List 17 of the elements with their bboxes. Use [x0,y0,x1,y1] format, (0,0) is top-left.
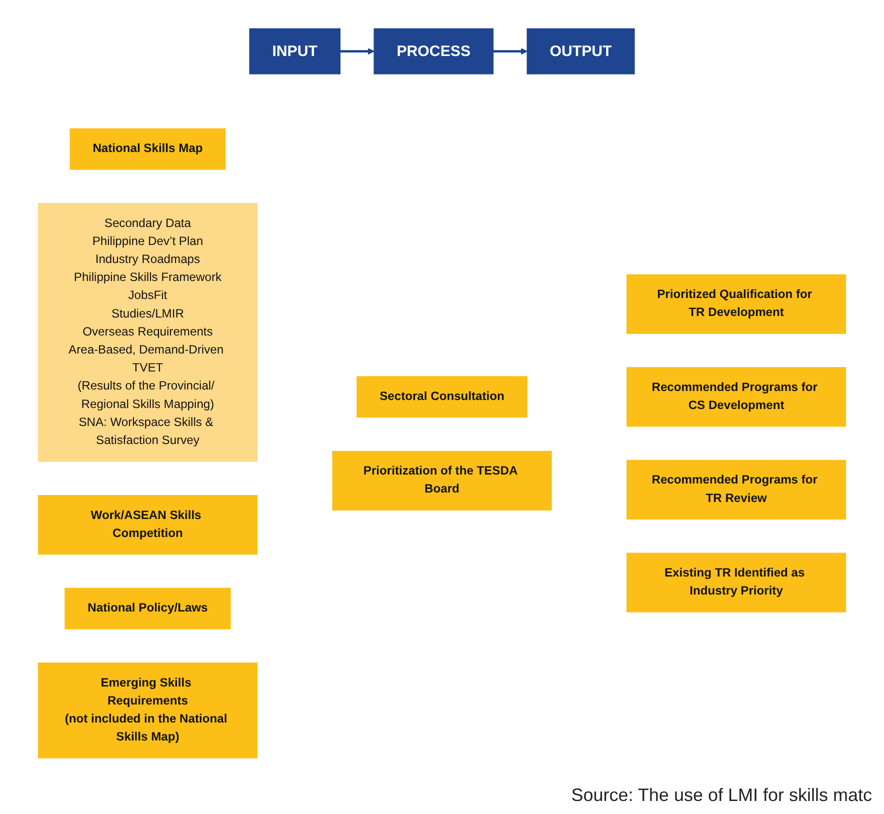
node-box: INPUT [249,28,340,74]
node-box: Prioritized Qualification for TR Development [626,274,846,334]
node-box: Prioritization of the TESDA Board [332,450,552,510]
node-box: Secondary Data Philippine Dev’t Plan Industry Roadmaps Philippine Skills Framework JobsFit Studies/LMIR Overseas Requirements Area-Based, Demand-Driven TVET (Results of the Provincial/ Regional Skills Mapping) SNA: Workspace Skills & Satisfaction Survey [38,202,258,462]
node-box: Emerging Skills Requirements (not included in the National Skills Map) [38,662,258,758]
arrow [493,48,528,55]
node-box: PROCESS [374,28,494,74]
node-box: OUTPUT [526,28,635,74]
node-box: National Skills Map [70,128,226,170]
arrow [340,48,374,55]
source-caption: Source: The use of LMI for skills matc [570,784,873,807]
node-box: National Policy/Laws [64,588,231,630]
node-box: Existing TR Identified as Industry Priority [626,552,846,612]
node-box: Recommended Programs for TR Review [626,460,846,520]
node-box: Recommended Programs for CS Development [626,367,846,427]
node-box: Sectoral Consultation [356,376,528,418]
node-box: Work/ASEAN Skills Competition [38,495,258,555]
